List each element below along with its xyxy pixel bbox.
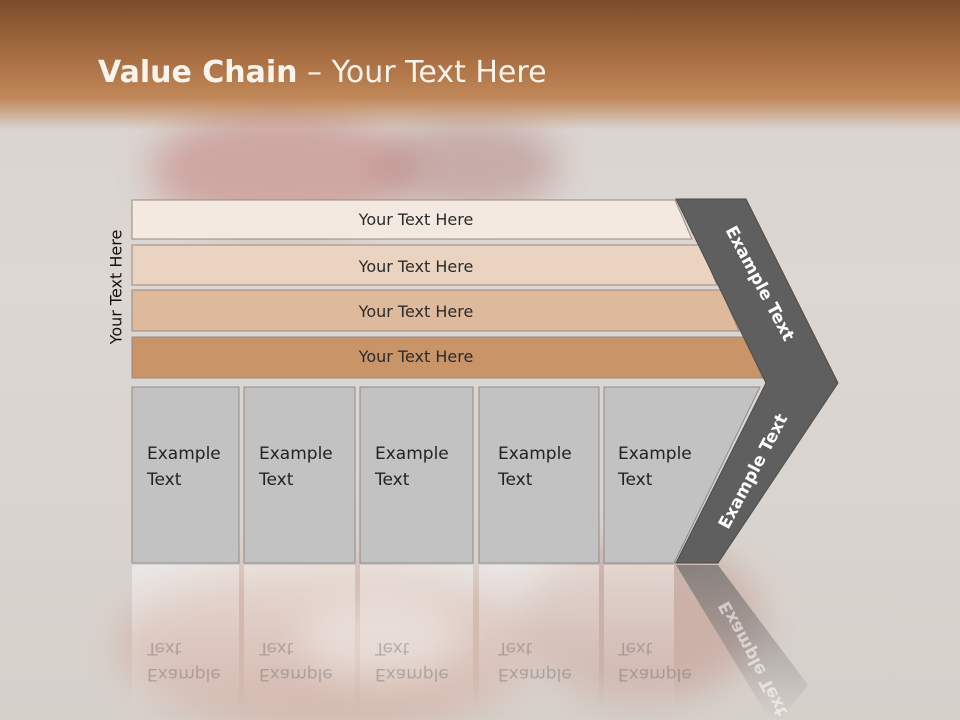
reflected-text: Example — [618, 664, 692, 684]
box-label-line2: Text — [258, 470, 294, 490]
support-rows: Your Text Here Your Text Here Your Text … — [131, 199, 764, 379]
reflected-text: Example — [147, 664, 221, 684]
box-label-line1: Example — [618, 444, 692, 464]
row-shape — [131, 199, 693, 240]
box-shape — [603, 386, 761, 564]
box-reflection — [244, 565, 355, 715]
box-label-line2: Text — [617, 470, 653, 490]
box-shape — [131, 386, 240, 564]
slide-title: Value Chain – Your Text Here — [98, 55, 547, 90]
reflected-text: Text — [374, 638, 410, 658]
box-label-line1: Example — [375, 444, 449, 464]
box-shape — [359, 386, 474, 564]
title-bold: Value Chain — [98, 55, 298, 90]
reflected-text: Text — [146, 638, 182, 658]
reflected-text: Example — [498, 664, 572, 684]
reflected-text: Example — [375, 664, 449, 684]
title-rest: – Your Text Here — [297, 55, 547, 90]
box-reflection — [360, 565, 473, 715]
chevron-shape — [675, 198, 839, 564]
row-label: Your Text Here — [358, 210, 474, 229]
box-label-line1: Example — [498, 444, 572, 464]
reflection-group: Example Text Example Text Example Text E… — [132, 565, 808, 720]
box-label-line2: Text — [497, 470, 533, 490]
chevron-reflection — [676, 565, 808, 720]
box-reflection — [604, 565, 674, 715]
box-label-line2: Text — [146, 470, 182, 490]
row-shape — [131, 244, 718, 286]
row-label: Your Text Here — [358, 257, 474, 276]
title-bar — [0, 0, 960, 130]
reflected-text: Text — [258, 638, 294, 658]
row-shape — [131, 289, 740, 332]
reflected-text: Text — [497, 638, 533, 658]
primary-boxes: Example Text Example Text Example Text E… — [131, 386, 761, 564]
reflected-text: Example — [259, 664, 333, 684]
row-label: Your Text Here — [358, 347, 474, 366]
box-label-line1: Example — [259, 444, 333, 464]
box-reflection — [132, 565, 239, 715]
box-reflection — [479, 565, 599, 715]
reflected-text: Text — [617, 638, 653, 658]
box-label-line1: Example — [147, 444, 221, 464]
box-label-line2: Text — [374, 470, 410, 490]
box-shape — [478, 386, 600, 564]
box-shape — [243, 386, 356, 564]
row-label: Your Text Here — [358, 302, 474, 321]
